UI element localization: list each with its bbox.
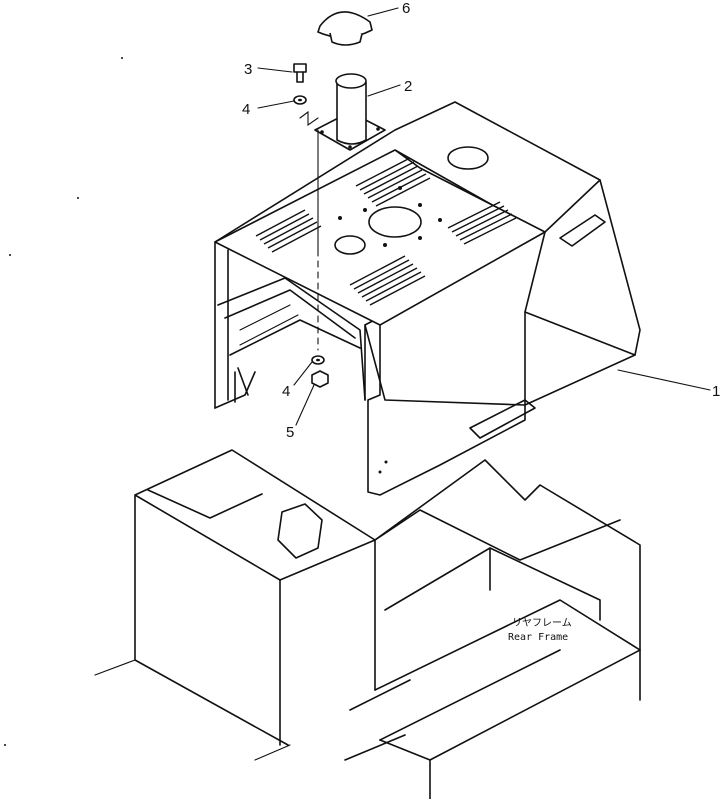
hood-small-hole [334, 235, 366, 255]
callout-5: 5 [286, 424, 294, 441]
muffler-pipe [314, 73, 386, 151]
callout-4-bottom: 4 [282, 383, 290, 400]
nut [311, 370, 329, 388]
callout-1: 1 [712, 383, 720, 400]
hood-large-hole [368, 206, 422, 238]
bolt [293, 63, 307, 83]
vent-louvers [255, 157, 517, 306]
callout-4-top: 4 [242, 101, 250, 118]
rain-cap [317, 11, 373, 46]
tank-plug [277, 503, 323, 559]
callout-3: 3 [244, 61, 252, 78]
callout-2: 2 [404, 78, 412, 95]
frame-label-en: Rear Frame [508, 632, 568, 643]
callout-6: 6 [402, 0, 410, 17]
hood-rear-hole [447, 146, 489, 170]
engine-hood [214, 101, 641, 496]
rear-frame [94, 449, 641, 799]
frame-label-jp: リヤフレーム [512, 617, 572, 629]
